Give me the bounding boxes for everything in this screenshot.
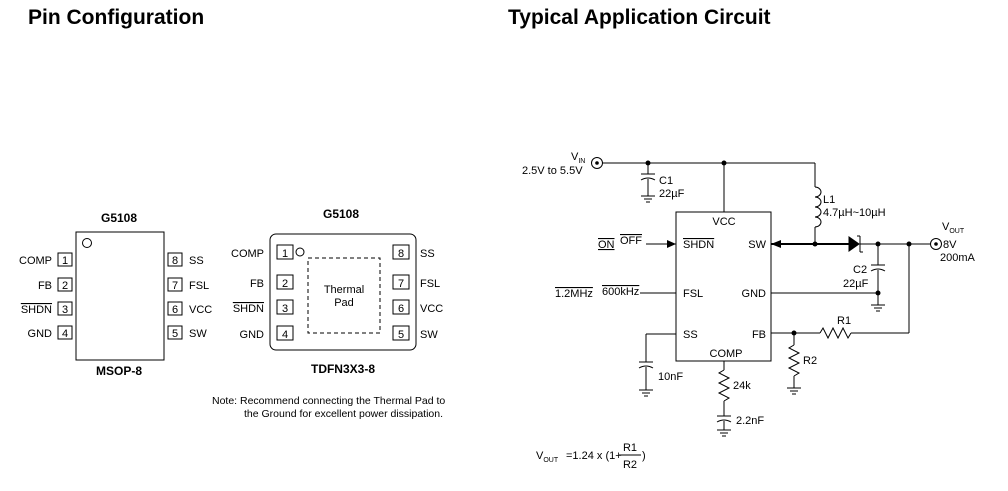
on-label: ON	[598, 239, 615, 251]
tdfn-pin-name: SW	[420, 329, 438, 341]
junction-dots	[645, 160, 912, 336]
ground-icon	[641, 195, 655, 203]
thermal-pad-label: Pad	[334, 297, 354, 309]
msop-pin-number: 4	[62, 328, 68, 340]
note-line: Note: Recommend connecting the Thermal P…	[212, 395, 445, 407]
tdfn-pin-number: 6	[398, 303, 404, 315]
ic-pin-vcc: VCC	[712, 216, 735, 228]
off-label: OFF	[620, 235, 642, 247]
msop-pin-number: 1	[62, 255, 68, 267]
thermal-pad-label: Thermal	[324, 284, 364, 296]
l1-value: 4.7µH~10µH	[823, 207, 886, 219]
ic-pin-shdn: SHDN	[683, 239, 714, 251]
formula-numerator: R1	[623, 442, 637, 454]
pin1-marker-icon	[295, 247, 305, 257]
ground-icon	[717, 429, 731, 437]
tdfn-pin-name: FSL	[420, 278, 440, 290]
pin1-marker-icon	[82, 238, 92, 248]
tdfn-package: G5108 Thermal Pad 1 2 3 4 8 7 6 5 COMP F…	[231, 207, 443, 376]
thermal-pad	[307, 257, 381, 334]
msop-pin-name: GND	[28, 328, 53, 340]
ground-icon	[787, 387, 801, 395]
msop8-package: G5108 1 2 3 4 8 7 6 5 COMP FB SHDN GND S…	[19, 211, 212, 378]
formula-lhs: VOUT	[536, 450, 559, 464]
formula-prefix: =1.24 x (1+	[566, 450, 622, 462]
tdfn-package-label: TDFN3X3-8	[311, 362, 375, 376]
r2-name: R2	[803, 355, 817, 367]
shdn-arrow-icon	[667, 240, 676, 248]
tdfn-pin-number: 1	[282, 248, 288, 260]
circuit-wires	[602, 162, 931, 430]
msop-pin-name: VCC	[189, 304, 212, 316]
msop-pin-name: FB	[38, 280, 52, 292]
comp-cap-value: 2.2nF	[736, 415, 764, 427]
msop-body	[75, 231, 165, 361]
tdfn-pin-name: GND	[240, 329, 265, 341]
ic-pin-comp: COMP	[710, 348, 743, 360]
msop-pin-number: 7	[172, 280, 178, 292]
c2-value: 22µF	[843, 278, 869, 290]
formula-denominator: R2	[623, 459, 637, 471]
sw-arrow-icon	[771, 240, 781, 248]
msop-pin-name: SS	[189, 255, 204, 267]
msop-pin-number: 5	[172, 328, 178, 340]
vout-terminal-dot	[934, 242, 938, 246]
freq-high-label: 600kHz	[602, 286, 639, 298]
c1-value: 22µF	[659, 188, 685, 200]
tdfn-pin-number: 4	[282, 329, 288, 341]
r1-name: R1	[837, 315, 851, 327]
ic-pin-ss: SS	[683, 329, 698, 341]
ground-icon	[871, 304, 885, 312]
freq-low-label: 1.2MHz	[555, 288, 593, 300]
msop-pin-number: 3	[62, 304, 68, 316]
tdfn-pin-name: FB	[250, 278, 264, 290]
g5108-ic-body	[675, 211, 772, 362]
vin-terminal-dot	[595, 161, 599, 165]
msop-pin-name: SHDN	[21, 304, 52, 316]
msop-pin-name: SW	[189, 328, 207, 340]
vin-label: VIN	[571, 151, 585, 165]
vout-formula: VOUT =1.24 x (1+ R1 R2 )	[536, 442, 646, 471]
tdfn-pin-name: VCC	[420, 303, 443, 315]
l1-name: L1	[823, 194, 835, 206]
c1-name: C1	[659, 175, 673, 187]
vout-voltage: 8V	[943, 239, 957, 251]
msop-package-label: MSOP-8	[96, 364, 142, 378]
msop-pin-name: COMP	[19, 255, 52, 267]
c2-name: C2	[853, 264, 867, 276]
ss-cap-value: 10nF	[658, 371, 683, 383]
comp-res-value: 24k	[733, 380, 751, 392]
ic-pin-gnd: GND	[742, 288, 767, 300]
ic-pin-fsl: FSL	[683, 288, 703, 300]
tdfn-pin-name: COMP	[231, 248, 264, 260]
tdfn-pin-number: 5	[398, 329, 404, 341]
ic-pin-sw: SW	[748, 239, 766, 251]
msop-pin-number: 8	[172, 255, 178, 267]
tdfn-pin-number: 3	[282, 303, 288, 315]
msop-pin-number: 6	[172, 304, 178, 316]
vin-range-label: 2.5V to 5.5V	[522, 165, 583, 177]
pin-configuration-heading: Pin Configuration	[28, 6, 205, 29]
ground-icon	[639, 389, 653, 397]
ic-pin-fb: FB	[752, 329, 766, 341]
note-line: the Ground for excellent power dissipati…	[244, 408, 443, 420]
tdfn-pin-number: 8	[398, 248, 404, 260]
tdfn-pin-number: 7	[398, 278, 404, 290]
tdfn-pin-name: SHDN	[233, 303, 264, 315]
tdfn-part-label: G5108	[323, 207, 359, 221]
formula-suffix: )	[642, 450, 646, 462]
tdfn-pin-name: SS	[420, 248, 435, 260]
msop-pin-name: FSL	[189, 280, 209, 292]
tdfn-pin-number: 2	[282, 278, 288, 290]
vout-label: VOUT	[942, 221, 965, 235]
msop-part-label: G5108	[101, 211, 137, 225]
typical-application-heading: Typical Application Circuit	[508, 6, 771, 29]
vout-current: 200mA	[940, 252, 976, 264]
msop-pin-number: 2	[62, 280, 68, 292]
